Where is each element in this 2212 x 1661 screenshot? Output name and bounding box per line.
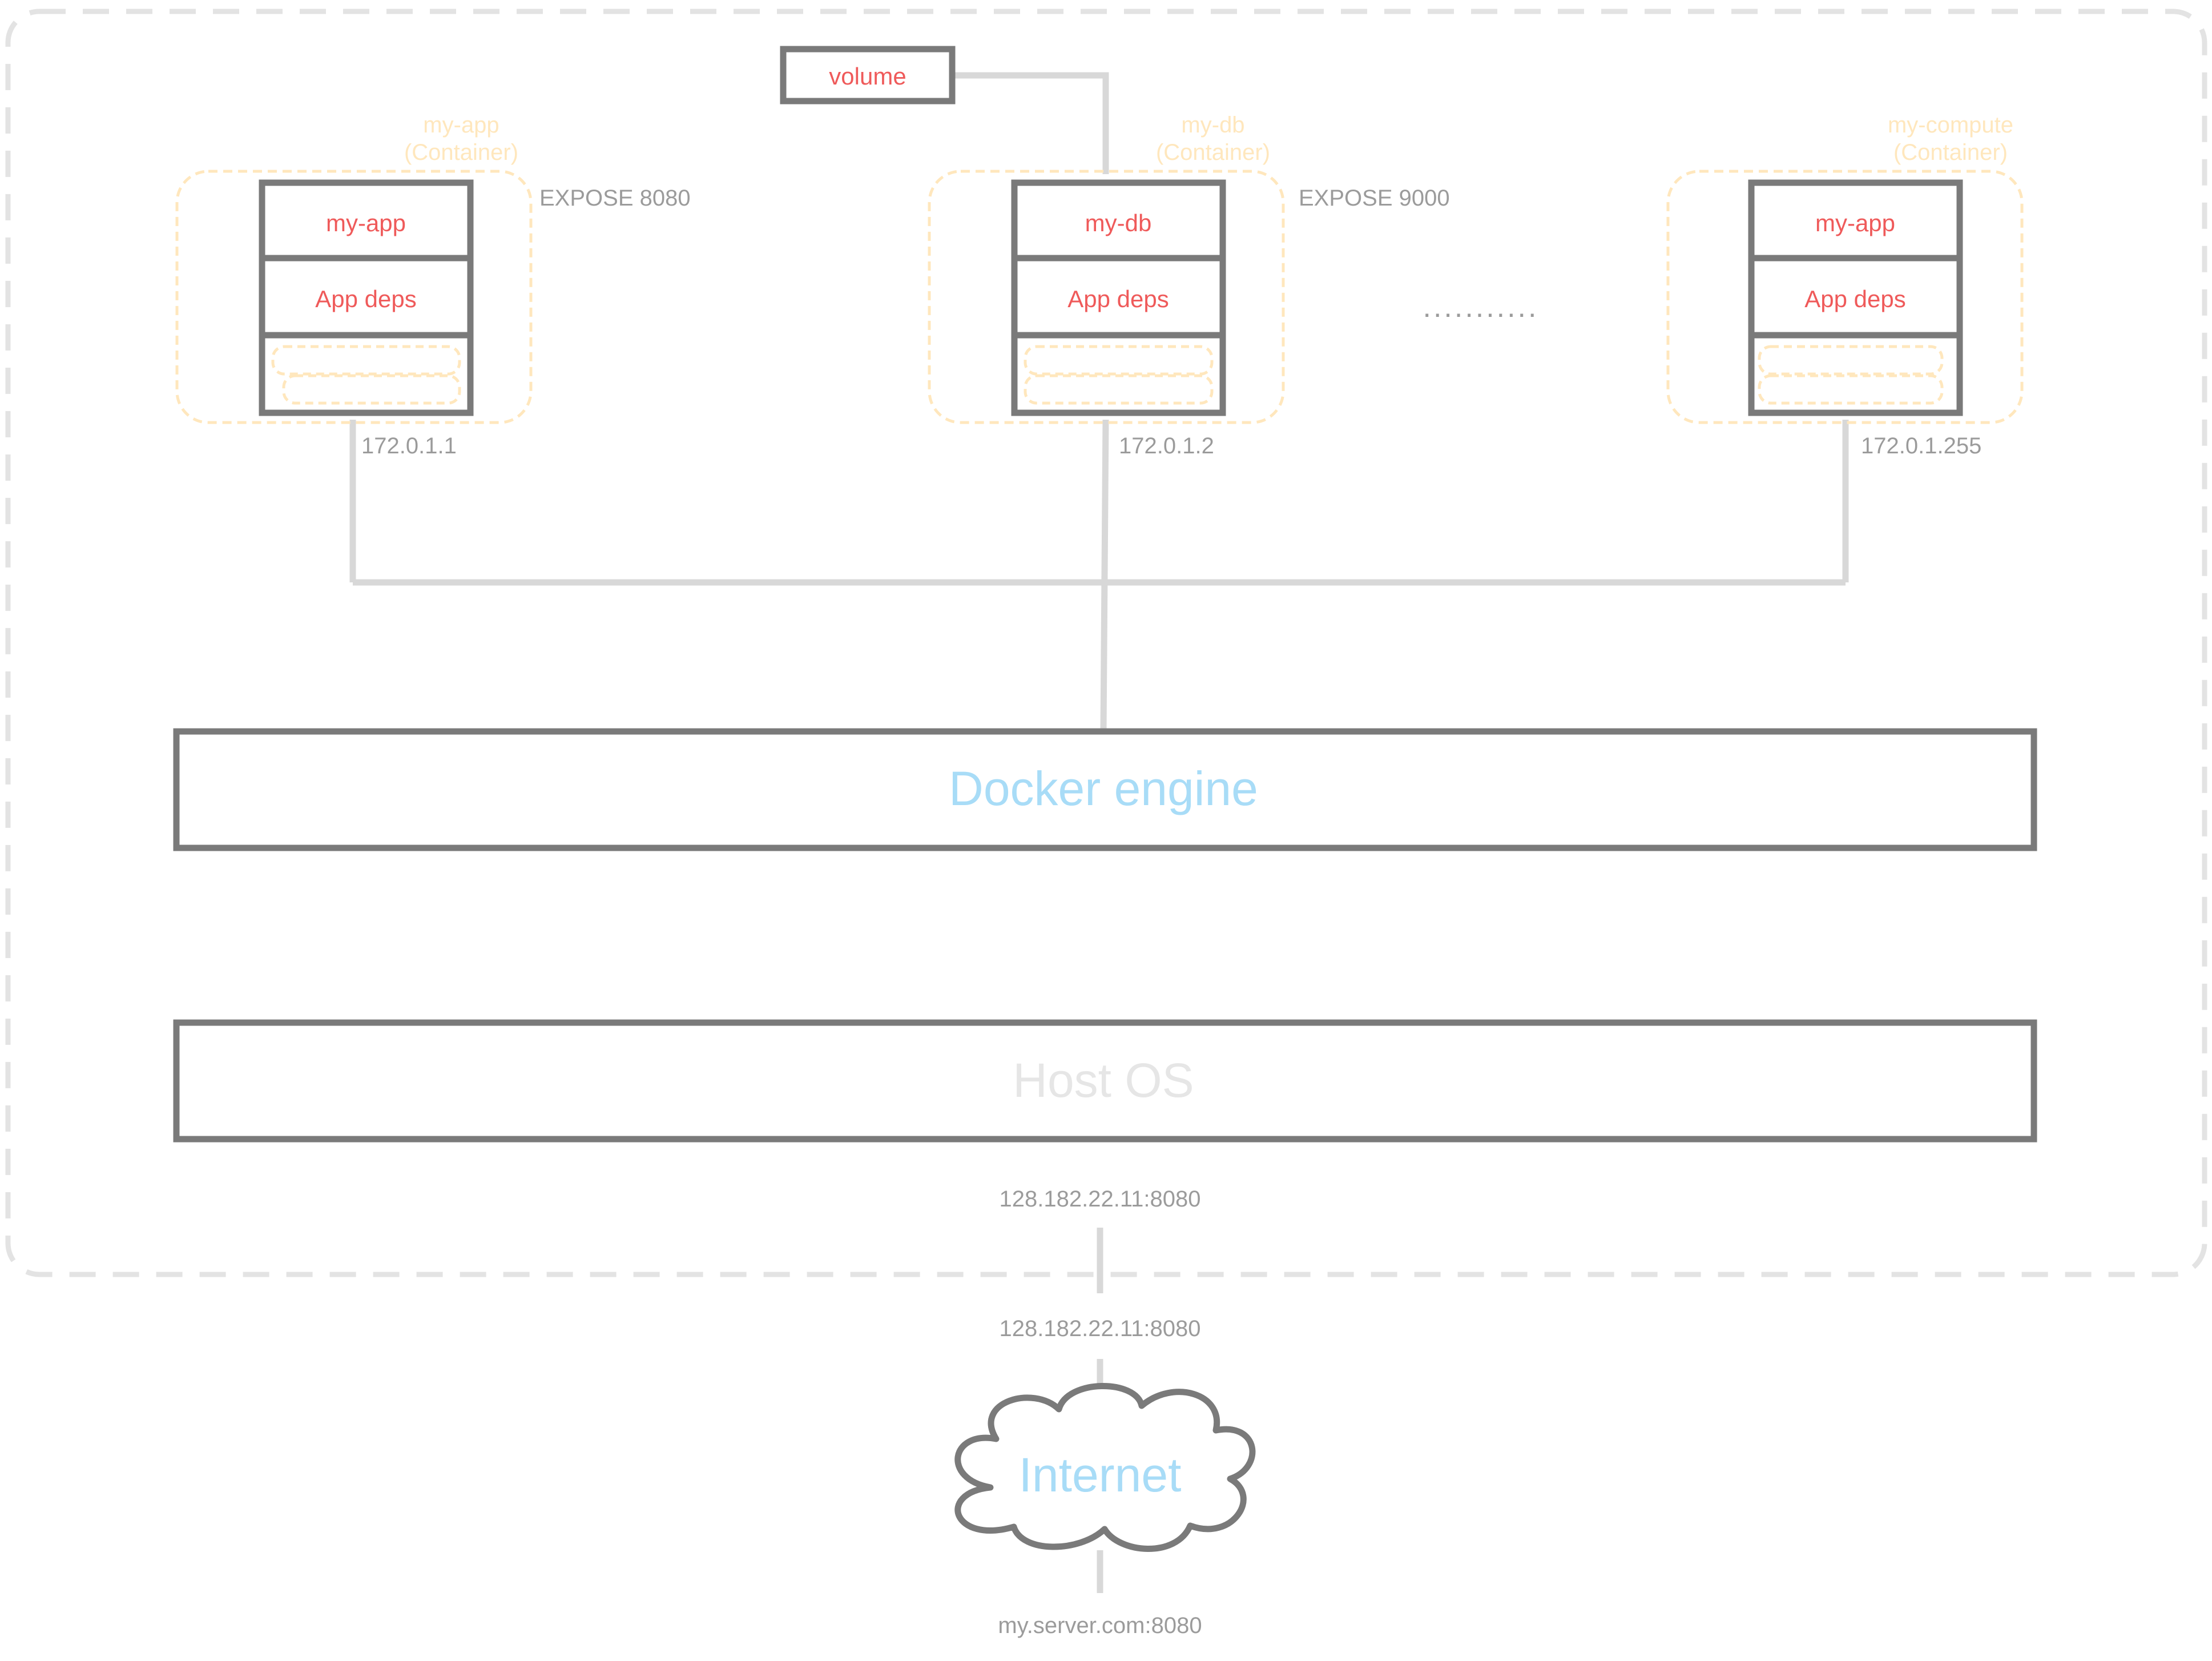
expose-port-label: EXPOSE 8080 bbox=[539, 186, 691, 211]
host-address-label: 128.182.22.11:8080 bbox=[1000, 1187, 1201, 1212]
container-ip-label: 172.0.1.255 bbox=[1861, 433, 1981, 459]
base-layer-placeholder bbox=[1024, 345, 1214, 376]
container-ip-label: 172.0.1.1 bbox=[361, 433, 457, 459]
container-type: (Container) bbox=[404, 140, 518, 165]
deps-layer-label: App deps bbox=[315, 285, 416, 312]
base-layer-placeholder bbox=[282, 374, 461, 405]
container-title: my-compute bbox=[1888, 112, 2013, 138]
container-type: (Container) bbox=[1156, 140, 1270, 165]
docker-engine-layer: Docker engine bbox=[173, 728, 2037, 851]
host-os-label: Host OS bbox=[1013, 1053, 1194, 1107]
docker-engine-box bbox=[173, 728, 2037, 851]
container-type: (Container) bbox=[1893, 140, 2008, 165]
app-layer-label: my-app bbox=[1815, 210, 1895, 236]
app-layer-label: my-db bbox=[1085, 210, 1152, 236]
host-os-box bbox=[173, 1019, 2037, 1143]
host-boundary bbox=[5, 9, 2207, 1277]
container-my-app: my-app (Container) my-app App deps EXPOS… bbox=[175, 112, 691, 459]
volume-label: volume bbox=[829, 63, 906, 90]
expose-port-label: EXPOSE 9000 bbox=[1299, 186, 1450, 211]
container-outline bbox=[175, 170, 533, 424]
internet-label: Internet bbox=[1019, 1448, 1182, 1502]
container-my-db: my-db (Container) my-db App deps EXPOSE … bbox=[928, 112, 1450, 459]
internet-cloud-icon bbox=[954, 1383, 1256, 1552]
volume-box bbox=[780, 46, 956, 104]
deps-layer-label: App deps bbox=[1804, 285, 1905, 312]
volume-connector bbox=[952, 72, 1109, 174]
deps-layer-label: App deps bbox=[1067, 285, 1169, 312]
base-layer-placeholder bbox=[1024, 374, 1214, 405]
container-title: my-db bbox=[1181, 112, 1244, 138]
base-layer-placeholder bbox=[1758, 345, 1944, 376]
container-outline bbox=[928, 170, 1285, 424]
base-layer-placeholder bbox=[1758, 374, 1944, 405]
internet-node: Internet bbox=[954, 1383, 1256, 1552]
container-my-compute: my-compute (Container) my-app App deps 1… bbox=[1666, 112, 2024, 459]
ip-connector-2 bbox=[1100, 419, 1109, 731]
app-layer-label: my-app bbox=[326, 210, 406, 236]
base-layer-placeholder bbox=[271, 345, 461, 376]
host-os-layer: Host OS bbox=[173, 1019, 2037, 1143]
volume-node: volume bbox=[780, 46, 956, 104]
container-title: my-app bbox=[423, 112, 499, 138]
public-address-label: 128.182.22.11:8080 bbox=[1000, 1316, 1201, 1341]
container-outline bbox=[1666, 170, 2024, 424]
docker-engine-label: Docker engine bbox=[949, 762, 1258, 815]
domain-label: my.server.com:8080 bbox=[998, 1613, 1202, 1638]
container-ip-label: 172.0.1.2 bbox=[1119, 433, 1214, 459]
connectors bbox=[349, 72, 1849, 1593]
more-containers-ellipsis: ........... bbox=[1423, 291, 1539, 324]
